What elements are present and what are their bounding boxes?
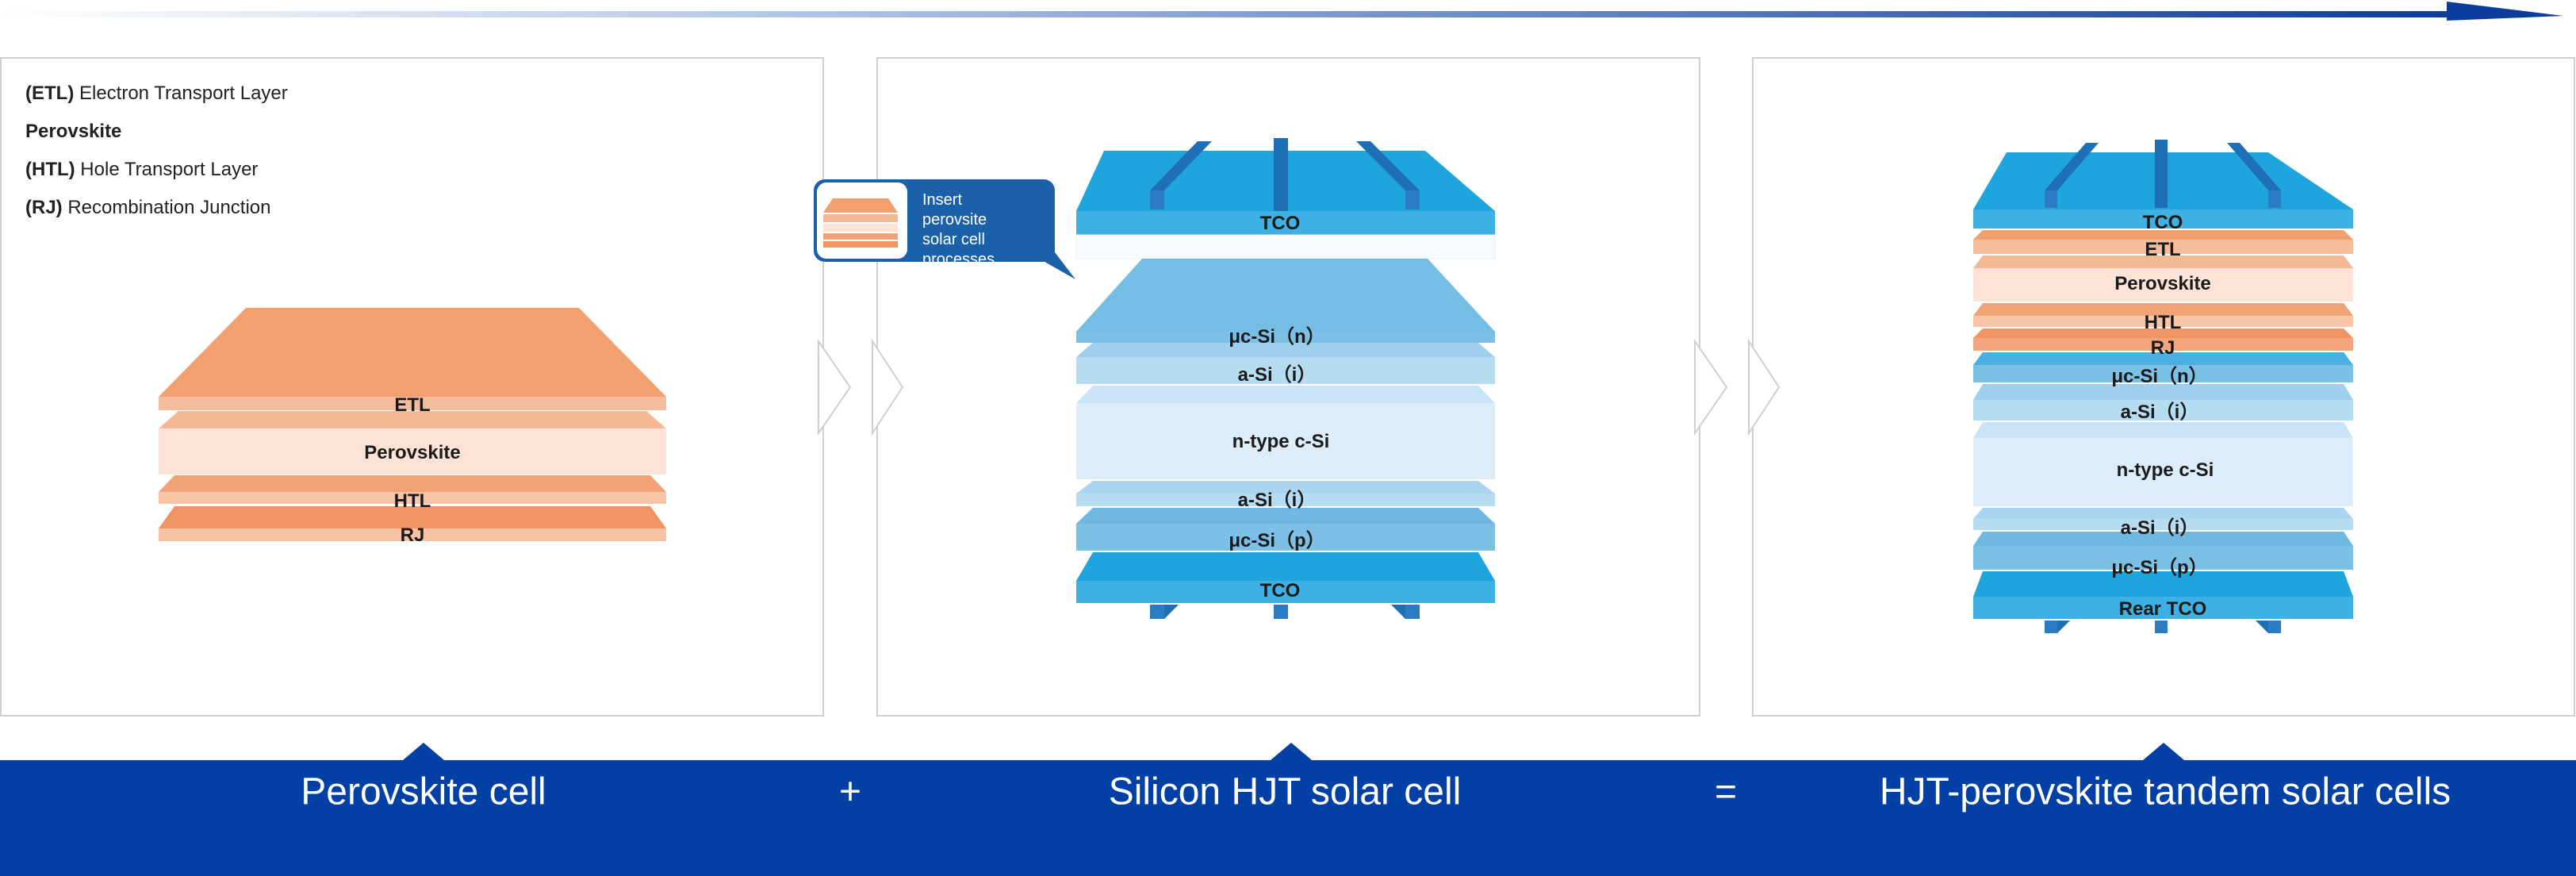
layer-label: RJ (2151, 337, 2175, 359)
perovskite-stack (159, 308, 666, 541)
layer-label: HTL (394, 490, 431, 512)
legend-text: Recombination Junction (62, 197, 271, 218)
layer-label: μc-Si（p） (1229, 530, 1324, 551)
layer-label: a-Si（i） (2121, 517, 2199, 539)
legend-text: Electron Transport Layer (74, 83, 288, 104)
legend-item-perovskite: Perovskite (25, 121, 121, 143)
chevron-right-icon (1694, 338, 1781, 436)
layer-label: RJ (401, 524, 425, 546)
layer-label: μc-Si（p） (2111, 557, 2207, 578)
tandem-stack (1973, 140, 2353, 633)
layer-label: TCO (1260, 213, 1301, 234)
layer-label: Perovskite (364, 442, 460, 463)
layer-label: μc-Si（n） (2111, 366, 2207, 387)
layer-label: TCO (2143, 212, 2183, 233)
insert-callout (814, 179, 1075, 279)
layer-label: ETL (394, 394, 430, 416)
legend-item-etl: (ETL) Electron Transport Layer (25, 83, 288, 105)
perovskite-stack-icon (823, 198, 898, 213)
legend-abbr: (ETL) (25, 83, 75, 104)
silicon-stack (1075, 138, 1496, 619)
tandem-cell-label: HJT-perovskite tandem solar cells (1879, 770, 2451, 813)
layer-label: n-type c-Si (1232, 431, 1330, 452)
layer-label: TCO (1260, 580, 1301, 601)
layer-label: μc-Si（n） (1229, 326, 1324, 348)
layer-label: a-Si（i） (1238, 490, 1317, 511)
progress-arrow (0, 2, 2563, 21)
legend-abbr: Perovskite (25, 121, 122, 142)
layer-label: Rear TCO (2119, 598, 2207, 620)
legend-item-htl: (HTL) Hole Transport Layer (25, 159, 258, 181)
chevron-right-icon (818, 338, 904, 436)
silicon-hjt-label: Silicon HJT solar cell (1108, 770, 1462, 813)
layer-label: ETL (2145, 239, 2180, 260)
legend-abbr: (HTL) (25, 159, 75, 180)
perovskite-cell-label: Perovskite cell (301, 770, 546, 813)
plus-sign: + (838, 770, 862, 813)
layer-label: Perovskite (2114, 273, 2210, 294)
layer-label: n-type c-Si (2117, 459, 2214, 481)
legend-abbr: (RJ) (25, 197, 63, 218)
callout-text: Insert perovsite solar cell processes (922, 191, 995, 268)
layer-label: HTL (2145, 312, 2182, 333)
legend-text: Hole Transport Layer (75, 159, 259, 180)
legend-item-rj: (RJ) Recombination Junction (25, 197, 271, 219)
layer-label: a-Si（i） (1238, 364, 1317, 386)
bottom-bar (0, 743, 2576, 876)
layer-label: a-Si（i） (2121, 402, 2199, 423)
equals-sign: = (1714, 770, 1738, 813)
